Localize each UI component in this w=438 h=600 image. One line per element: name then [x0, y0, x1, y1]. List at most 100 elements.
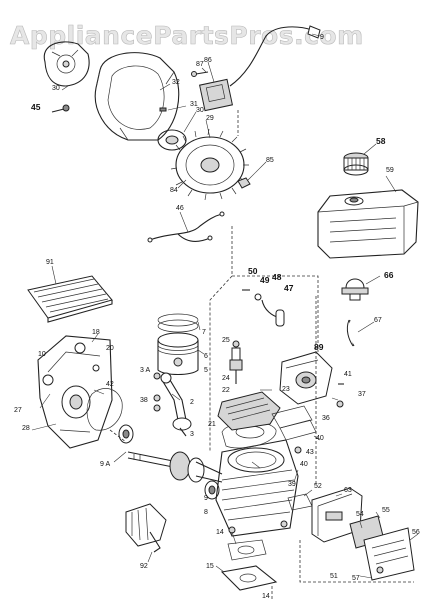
label-3: 3 [190, 431, 194, 438]
label-49: 49 [260, 275, 270, 285]
crankcase-gasket-part [86, 388, 123, 431]
leader-lines [31, 33, 419, 579]
label-56: 56 [412, 529, 420, 536]
flywheel-nut-part [237, 177, 251, 189]
label-42: 42 [106, 381, 114, 388]
label-28: 28 [22, 425, 30, 432]
label-89: 89 [314, 342, 324, 352]
label-52: 52 [314, 483, 322, 490]
label-46: 46 [176, 205, 184, 212]
base-plate-part [220, 565, 278, 591]
rod-screws-part [153, 372, 187, 437]
muffler-nut-part [376, 566, 384, 574]
piston-rings-part [157, 313, 199, 333]
label-9a: 9 A [100, 461, 110, 468]
label-3a: 3 A [140, 367, 150, 374]
label-51: 51 [330, 573, 338, 580]
label-8: 8 [204, 509, 208, 516]
label-27: 27 [14, 407, 22, 414]
flywheel-part [170, 128, 249, 201]
label-20: 20 [106, 345, 114, 352]
label-31: 31 [190, 101, 198, 108]
starter-pulley-part [157, 129, 187, 151]
piston-part [157, 332, 199, 376]
starter-part [125, 503, 167, 553]
label-39: 39 [288, 481, 296, 488]
label-45: 45 [31, 102, 41, 112]
label-57: 57 [352, 575, 360, 582]
air-filter-part [27, 275, 113, 323]
label-14b: 14 [262, 593, 270, 600]
label-21: 21 [208, 421, 216, 428]
label-9: 9 [320, 34, 324, 41]
label-66: 66 [384, 270, 394, 280]
cylinder-part [215, 439, 299, 537]
muffler-cover-part [363, 527, 415, 581]
label-29: 29 [206, 115, 214, 122]
label-40b: 40 [300, 461, 308, 468]
label-22: 22 [222, 387, 230, 394]
crankshaft-part [127, 451, 223, 483]
label-41: 41 [344, 371, 352, 378]
label-54: 54 [356, 511, 364, 518]
intake-gasket-part [227, 539, 267, 561]
flywheel-key-part [159, 107, 167, 112]
watermark-text: AppliancePartsPros.com [10, 21, 364, 50]
label-87: 87 [196, 61, 204, 68]
label-24: 24 [222, 375, 230, 382]
label-32: 32 [172, 79, 180, 86]
fuel-cap-part [343, 152, 369, 176]
label-37: 37 [358, 391, 366, 398]
carb-small-parts [242, 289, 285, 327]
label-63: 63 [344, 487, 352, 494]
screw-part-87 [191, 71, 209, 77]
label-47: 47 [284, 283, 294, 293]
connecting-rod-part [160, 372, 192, 431]
label-36: 36 [322, 415, 330, 422]
label-43: 43 [306, 449, 314, 456]
part-labels: 9 30 32 45 87 86 31 30 29 85 84 58 59 46… [14, 34, 420, 600]
label-91: 91 [46, 259, 54, 266]
primer-bulb-part [341, 278, 369, 301]
primer-hose-part [346, 319, 355, 347]
label-23: 23 [282, 386, 290, 393]
label-14a: 14 [216, 529, 224, 536]
label-92: 92 [140, 563, 148, 570]
label-30b: 30 [196, 107, 204, 114]
screw-part-45 [51, 104, 70, 113]
label-10: 10 [38, 351, 46, 358]
bearing-part [118, 424, 134, 444]
starter-cup-part [43, 41, 90, 87]
label-6: 6 [204, 353, 208, 360]
label-2: 2 [190, 399, 194, 406]
label-50: 50 [248, 266, 258, 276]
label-38: 38 [140, 397, 148, 404]
label-59: 59 [386, 167, 394, 174]
label-86: 86 [204, 57, 212, 64]
fuel-tank-part [317, 189, 419, 259]
label-85: 85 [266, 157, 274, 164]
label-48: 48 [272, 272, 282, 282]
assembly-dash-lines [109, 110, 414, 600]
reed-valve-part [279, 351, 333, 405]
label-15: 15 [206, 563, 214, 570]
carb-gaskets-part [271, 383, 344, 454]
cylinder-head-part [217, 391, 281, 431]
label-55: 55 [382, 507, 390, 514]
label-58: 58 [376, 136, 386, 146]
label-84: 84 [170, 187, 178, 194]
muffler-gasket-part [287, 493, 313, 511]
crankcase-left-part [37, 335, 113, 449]
blower-housing-part [94, 52, 180, 141]
label-9b: 9 [204, 495, 208, 502]
spark-plug-part [229, 340, 243, 384]
label-25: 25 [222, 337, 230, 344]
label-5: 5 [204, 367, 208, 374]
bearing-right-part [204, 480, 220, 500]
label-67: 67 [374, 317, 382, 324]
label-7: 7 [202, 329, 206, 336]
wire-harness-part [147, 211, 225, 243]
label-30a: 30 [52, 85, 60, 92]
label-18: 18 [92, 329, 100, 336]
